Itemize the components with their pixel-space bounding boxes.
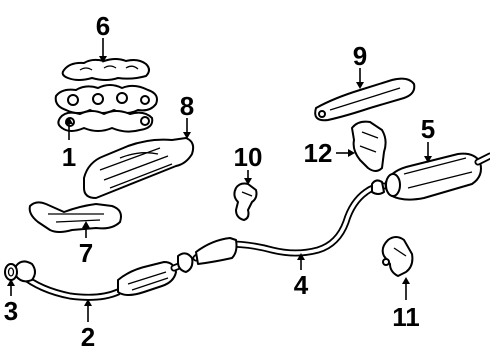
part-8-converter-shield xyxy=(83,137,195,199)
callout-10: 10 xyxy=(234,142,263,172)
part-7-lower-shield xyxy=(28,201,122,233)
part-6-heat-shield xyxy=(61,58,150,81)
callout-12: 12 xyxy=(304,138,333,168)
part-9-tail-shield xyxy=(314,77,416,122)
part-10-clamp xyxy=(233,182,258,221)
part-4-intermediate-pipe xyxy=(192,182,388,265)
callout-2: 2 xyxy=(81,322,95,352)
callout-4: 4 xyxy=(294,270,309,300)
callout-1: 1 xyxy=(62,142,76,172)
part-5-muffler xyxy=(371,152,490,201)
part-2-front-pipe xyxy=(15,252,194,301)
callout-7: 7 xyxy=(79,238,93,268)
callout-6: 6 xyxy=(96,11,110,41)
leader-lines xyxy=(7,38,432,322)
callout-3: 3 xyxy=(4,296,18,326)
part-12-hanger-bracket xyxy=(351,120,387,172)
part-1-exhaust-manifold xyxy=(54,84,158,133)
part-3-gasket xyxy=(4,263,18,281)
callout-5: 5 xyxy=(421,114,435,144)
part-11-rear-hanger xyxy=(381,236,414,277)
callout-labels: 6 1 8 7 3 2 4 5 9 10 12 11 xyxy=(4,11,435,352)
callout-9: 9 xyxy=(353,41,367,71)
callout-11: 11 xyxy=(392,302,420,332)
callout-8: 8 xyxy=(180,91,194,121)
